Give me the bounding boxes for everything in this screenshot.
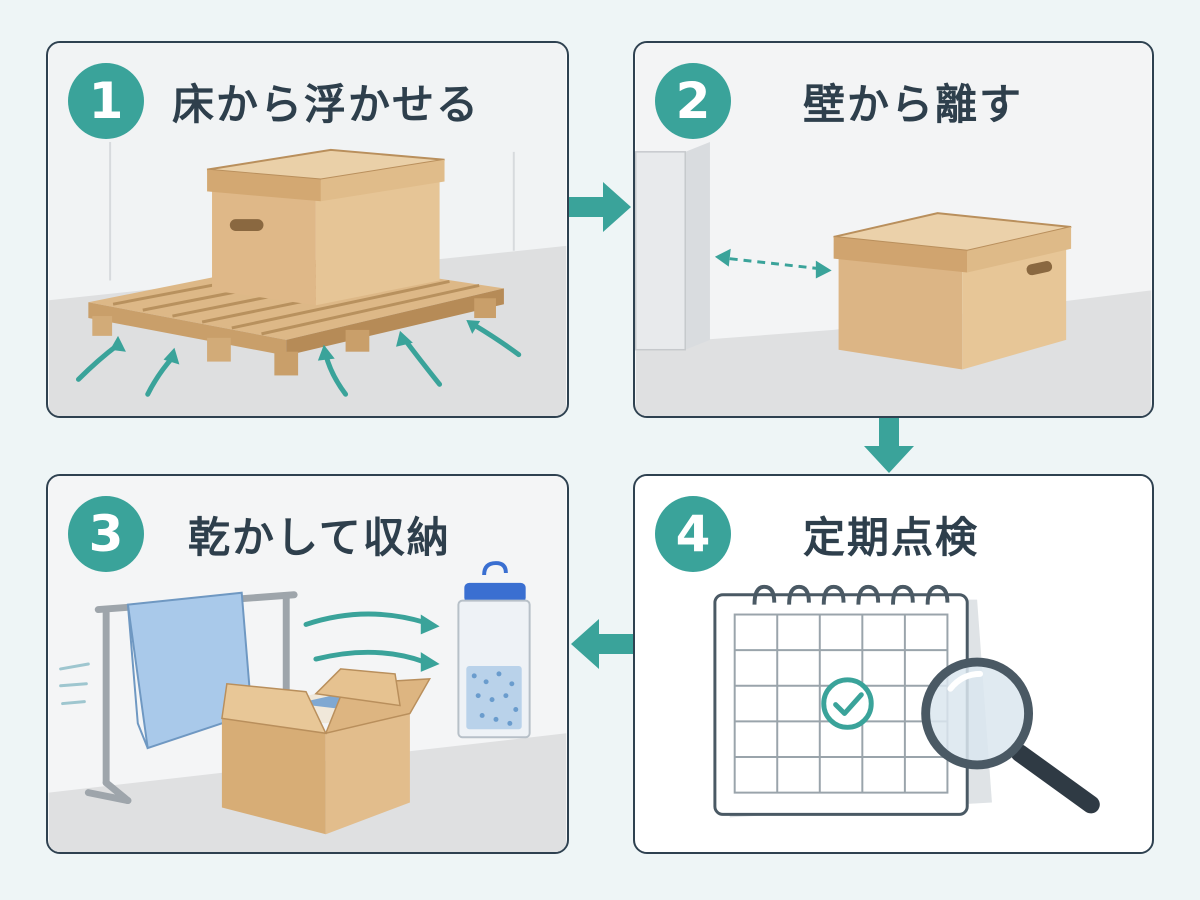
step-2-panel: 2 壁から離す <box>633 41 1154 418</box>
step-4-panel: 4 定期点検 <box>633 474 1154 854</box>
step-title: 乾かして収納 <box>188 512 451 562</box>
step-title: 定期点検 <box>803 512 980 562</box>
cardboard-box-icon <box>206 148 445 306</box>
arrow-down-icon <box>864 418 914 473</box>
airflow-arrows-icon <box>303 611 428 665</box>
check-mark-icon <box>821 677 874 730</box>
step-title: 壁から離す <box>803 79 1024 129</box>
motion-lines <box>59 662 90 706</box>
airflow-arrowheads <box>420 614 440 672</box>
pallet-scene <box>48 43 567 416</box>
gap-double-arrow-icon <box>714 248 832 279</box>
step-3-panel: 3 乾かして収納 <box>46 474 569 854</box>
step-number-badge: 2 <box>655 63 731 139</box>
wall-icon <box>635 141 710 351</box>
arrow-left-icon <box>571 619 633 669</box>
cardboard-box-icon <box>833 212 1072 370</box>
airflow-arrowheads <box>110 320 481 365</box>
magnifying-glass-icon <box>921 657 1100 814</box>
inspection-scene <box>635 476 1152 852</box>
arrow-right-icon <box>569 182 631 232</box>
step-number-badge: 1 <box>68 63 144 139</box>
step-1-panel: 1 床から浮かせる <box>46 41 569 418</box>
dehumidifier-pack-icon <box>457 561 531 739</box>
open-box-icon <box>221 668 432 835</box>
step-number-badge: 4 <box>655 496 731 572</box>
step-title: 床から浮かせる <box>172 79 481 129</box>
step-number-badge: 3 <box>68 496 144 572</box>
